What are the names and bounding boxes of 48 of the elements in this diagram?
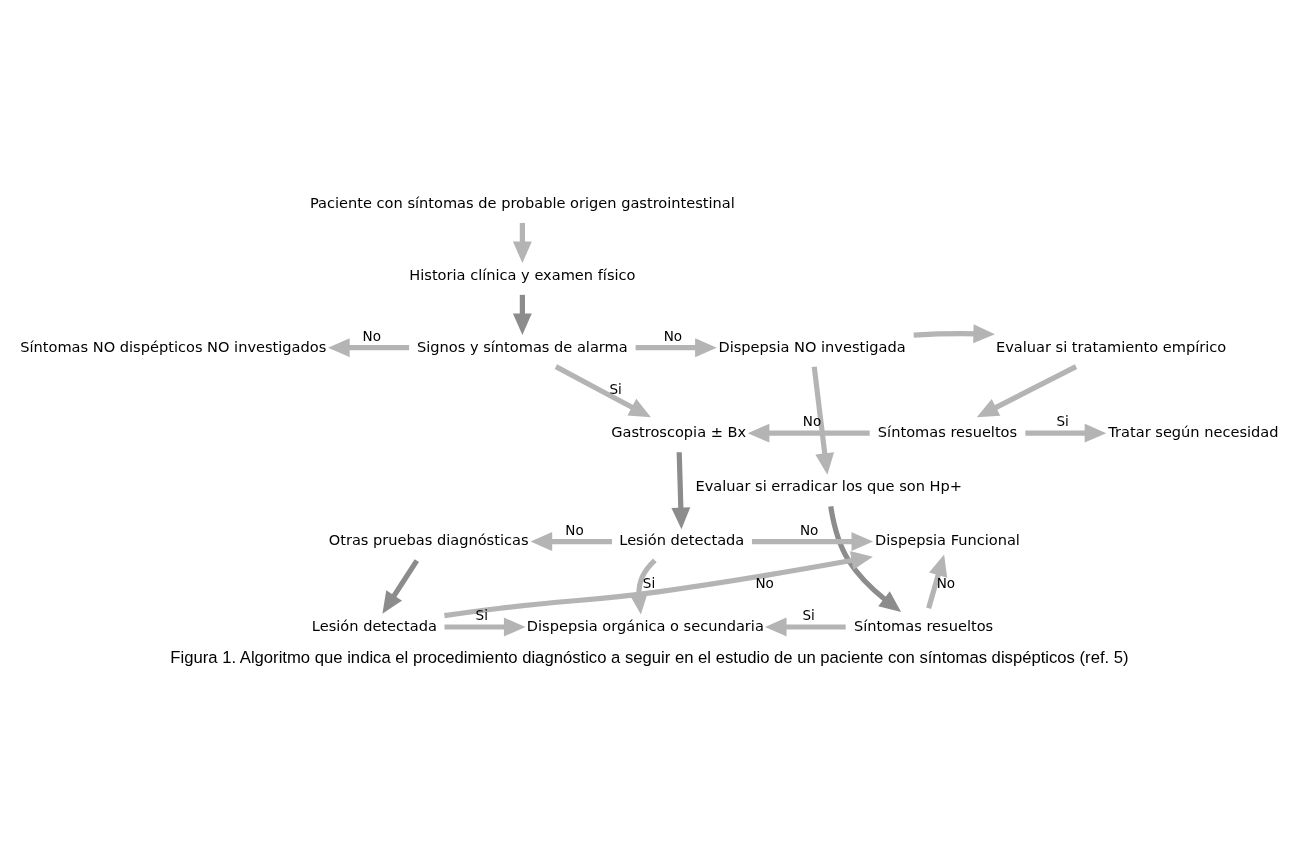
arrow (444, 617, 526, 637)
node-text: Síntomas resueltos (853, 616, 994, 634)
edge-label: No (936, 574, 956, 591)
arrow (671, 452, 691, 530)
arrow (811, 366, 835, 475)
node-text: Gastroscopia ± Bx (611, 423, 747, 441)
arrow (913, 324, 995, 344)
arrow (976, 364, 1078, 418)
node-text: Dispepsia Funcional (875, 531, 1020, 549)
arrow (926, 554, 948, 609)
edge-label: Si (642, 574, 656, 591)
edge-label: Si (609, 380, 622, 397)
node-text: Signos y síntomas de alarma (417, 337, 628, 355)
arrow (635, 338, 717, 358)
arrow (751, 532, 874, 551)
edge-label: Si (802, 607, 815, 624)
node-text: Síntomas resueltos (877, 423, 1018, 441)
arrow (554, 364, 651, 418)
node-text: Lesión detectada (619, 531, 745, 549)
arrow (747, 423, 870, 443)
arrow (764, 617, 846, 637)
arrow (828, 505, 902, 612)
node-text: Síntomas NO dispépticos NO investigados (20, 337, 327, 355)
arrow (512, 294, 532, 336)
edge-label: No (565, 521, 584, 538)
edge-label: No (755, 574, 774, 591)
node-text: Evaluar si tratamiento empírico (995, 337, 1227, 355)
node-text: Lesión detectada (311, 616, 437, 634)
arrow (444, 551, 873, 619)
arrow (382, 559, 420, 614)
node-text: Paciente con síntomas de probable origen gastrointestinal (309, 193, 735, 211)
edge-label: No (663, 327, 683, 344)
caption: Figura 1. Algoritmo que indica el procedimiento diagnóstico a seguir en el estudio de un paciente con síntomas dispépticos (ref. 5) (170, 648, 1129, 668)
node-text: Historia clínica y examen físico (409, 265, 636, 283)
edge-label: No (362, 327, 382, 344)
edge-label: No (799, 521, 819, 538)
arrow (328, 338, 410, 358)
edge-label: Si (1056, 413, 1069, 430)
edge-label: No (802, 413, 822, 430)
node-text: Tratar según necesidad (1108, 423, 1279, 441)
arrow (1025, 423, 1107, 443)
edge-label: Si (475, 607, 488, 624)
arrow (530, 532, 612, 551)
node-text: Dispepsia orgánica o secundaria (526, 616, 764, 634)
arrow (512, 222, 532, 264)
node-text: Evaluar si erradicar los que son Hp+ (695, 477, 962, 495)
node-text: Dispepsia NO investigada (718, 337, 906, 355)
node-text: Otras pruebas diagnósticas (328, 531, 529, 549)
